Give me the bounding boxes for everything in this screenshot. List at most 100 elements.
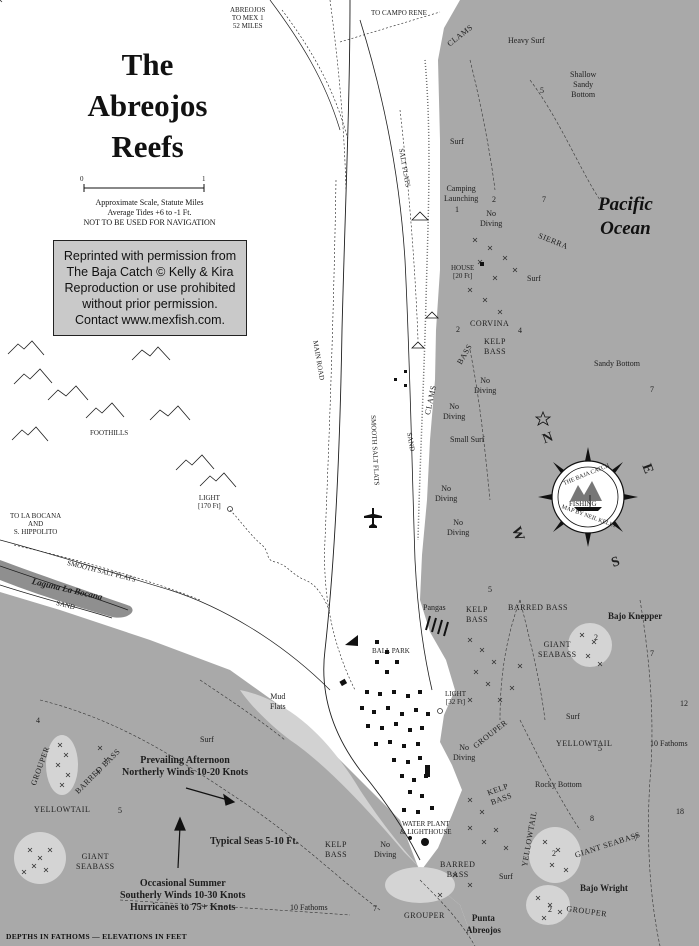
prevailing-winds: Prevailing Afternoon Northerly Winds 10-…: [122, 755, 248, 779]
summer-winds-line-1: Occasional Summer: [139, 878, 226, 889]
permission-line-3: Reproduction or use prohibited: [64, 281, 236, 295]
depth-mark: 5: [598, 744, 602, 753]
yellowtail-3: YELLOWTAIL: [34, 805, 91, 814]
tides-caption: Average Tides +6 to -1 Ft.: [107, 208, 192, 217]
road-to-la-bocana: TO LA BOCANA AND S. HIPPOLITO: [10, 512, 61, 536]
pangas-boats: [425, 615, 449, 637]
no-diving-5-line-1: No: [453, 518, 463, 527]
summer-winds: Occasional Summer Southerly Winds 10-30 …: [120, 878, 246, 914]
kelp-bass-4: KELP BASS: [325, 840, 347, 860]
scale-caption: Approximate Scale, Statute Miles: [95, 198, 204, 207]
barred-bass-2-line-1: BARRED: [440, 860, 476, 869]
yellowtail-1: YELLOWTAIL: [556, 739, 613, 748]
no-diving-1: No Diving: [480, 209, 502, 229]
road-to-mex1-line-1: ABREOJOS: [230, 6, 266, 14]
scale-one: 1: [202, 175, 206, 183]
ocean-label-line-1: Pacific: [598, 194, 653, 215]
no-diving-4-line-1: No: [441, 484, 451, 493]
camping-label-line-1: Camping: [446, 184, 476, 193]
punta-abreojos-line-2: Abreojos: [466, 925, 501, 935]
ocean-label-line-2: Ocean: [600, 218, 651, 239]
grouper-3: GROUPER: [404, 911, 445, 920]
depth-contours: [39, 59, 661, 946]
kelp-bass-4-line-1: KELP: [325, 840, 347, 849]
no-diving-3-line-2: Diving: [443, 412, 466, 421]
depth-mark: 7: [650, 649, 654, 658]
camping-tents: [411, 211, 439, 349]
no-diving-7-line-1: No: [380, 840, 390, 849]
heavy-surf-label: Heavy Surf: [508, 36, 545, 45]
ball-park-label: BALL PARK: [372, 647, 410, 655]
permission-line-1: Reprinted with permission from: [63, 249, 237, 263]
no-diving-4: No Diving: [435, 484, 457, 504]
no-diving-2-line-1: No: [480, 376, 490, 385]
water-plant-line-2: & LIGHTHOUSE: [400, 828, 452, 836]
kelp-bass-2-line-2: BASS: [466, 615, 489, 624]
giant-seabass-3-line-2: SEABASS: [76, 862, 115, 871]
pangas-label: Pangas: [423, 603, 446, 612]
house-label-line-1: HOUSE: [451, 264, 475, 272]
compass-text-middle: FISHING: [569, 500, 597, 508]
punta-abreojos-line-1: Punta: [471, 913, 495, 923]
no-diving-4-line-2: Diving: [435, 494, 458, 503]
town-buildings: [339, 262, 484, 846]
ten-fathoms-1: 10 Fathoms: [650, 739, 688, 748]
small-surf-label: Small Surf: [450, 435, 485, 444]
footer-note: DEPTHS IN FATHOMS — ELEVATIONS IN FEET: [6, 932, 187, 941]
surf-label-4: Surf: [499, 872, 513, 881]
road-to-mex1: ABREOJOS TO MEX 1 52 MILES: [230, 6, 265, 30]
giant-seabass-3: GIANT SEABASS: [76, 852, 115, 872]
mud-flats-line-1: Mud: [270, 692, 286, 701]
house-label: HOUSE [20 Ft]: [451, 264, 474, 280]
surf-label-2: Surf: [527, 274, 541, 283]
reef-patches: [14, 623, 612, 925]
map-title: The Abreojos Reefs: [60, 44, 235, 167]
prevailing-winds-line-2: Northerly Winds 10-20 Knots: [122, 767, 249, 778]
depth-mark: 7: [650, 385, 654, 394]
prevailing-winds-line-1: Prevailing Afternoon: [140, 755, 230, 766]
no-diving-1-line-1: No: [486, 209, 496, 218]
compass-rose: [538, 447, 638, 547]
star-marker: [534, 410, 552, 426]
depth-mark: 2: [456, 325, 460, 334]
no-diving-3-line-1: No: [449, 402, 459, 411]
water-plant-label: WATER PLANT & LIGHTHOUSE: [400, 820, 452, 836]
title-line-2: Abreojos: [87, 88, 208, 123]
light-32-line-1: LIGHT: [445, 690, 466, 698]
shallow-line-2: Sandy: [573, 80, 594, 89]
sandy-bottom-label: Sandy Bottom: [594, 359, 641, 368]
foothills-label: FOOTHILLS: [90, 429, 129, 437]
giant-seabass-1-line-1: GIANT: [543, 640, 571, 649]
depth-mark: 5: [540, 86, 544, 95]
kelp-bass-1-line-1: KELP: [484, 337, 506, 346]
no-diving-5: No Diving: [447, 518, 469, 538]
wind-arrows: [174, 787, 236, 869]
barred-bass-2-line-2: BASS: [446, 870, 469, 879]
no-diving-6-line-1: No: [459, 743, 469, 752]
depth-mark: 4: [518, 326, 522, 335]
light-marker-2: [437, 708, 443, 714]
depth-mark: 5: [488, 585, 492, 594]
no-diving-6-line-2: Diving: [453, 753, 476, 762]
permission-notice: Reprinted with permission from The Baja …: [53, 240, 247, 336]
depth-mark: 7: [634, 834, 638, 843]
kelp-bass-1-line-2: BASS: [484, 347, 507, 356]
mud-flats-label: Mud Flats: [270, 692, 286, 712]
light-marker-1: [227, 506, 233, 512]
water-plant-line-1: WATER PLANT: [401, 820, 450, 828]
road-to-la-bocana-line-3: S. HIPPOLITO: [13, 528, 58, 536]
camping-label: Camping Launching: [444, 184, 478, 204]
kelp-bass-4-line-2: BASS: [325, 850, 348, 859]
typical-seas: Typical Seas 5-10 Ft.: [210, 836, 299, 847]
light-32-line-2: [32 Ft]: [445, 698, 466, 706]
road-to-la-bocana-line-2: AND: [28, 520, 44, 528]
road-to-la-bocana-line-1: TO LA BOCANA: [10, 512, 62, 520]
no-diving-3: No Diving: [443, 402, 465, 422]
shallow-sandy-bottom: Shallow Sandy Bottom: [570, 70, 596, 100]
ocean-south: [0, 592, 475, 946]
depth-mark: 12: [680, 699, 688, 708]
no-diving-7-line-2: Diving: [374, 850, 397, 859]
ocean-label: Pacific Ocean: [598, 193, 653, 241]
